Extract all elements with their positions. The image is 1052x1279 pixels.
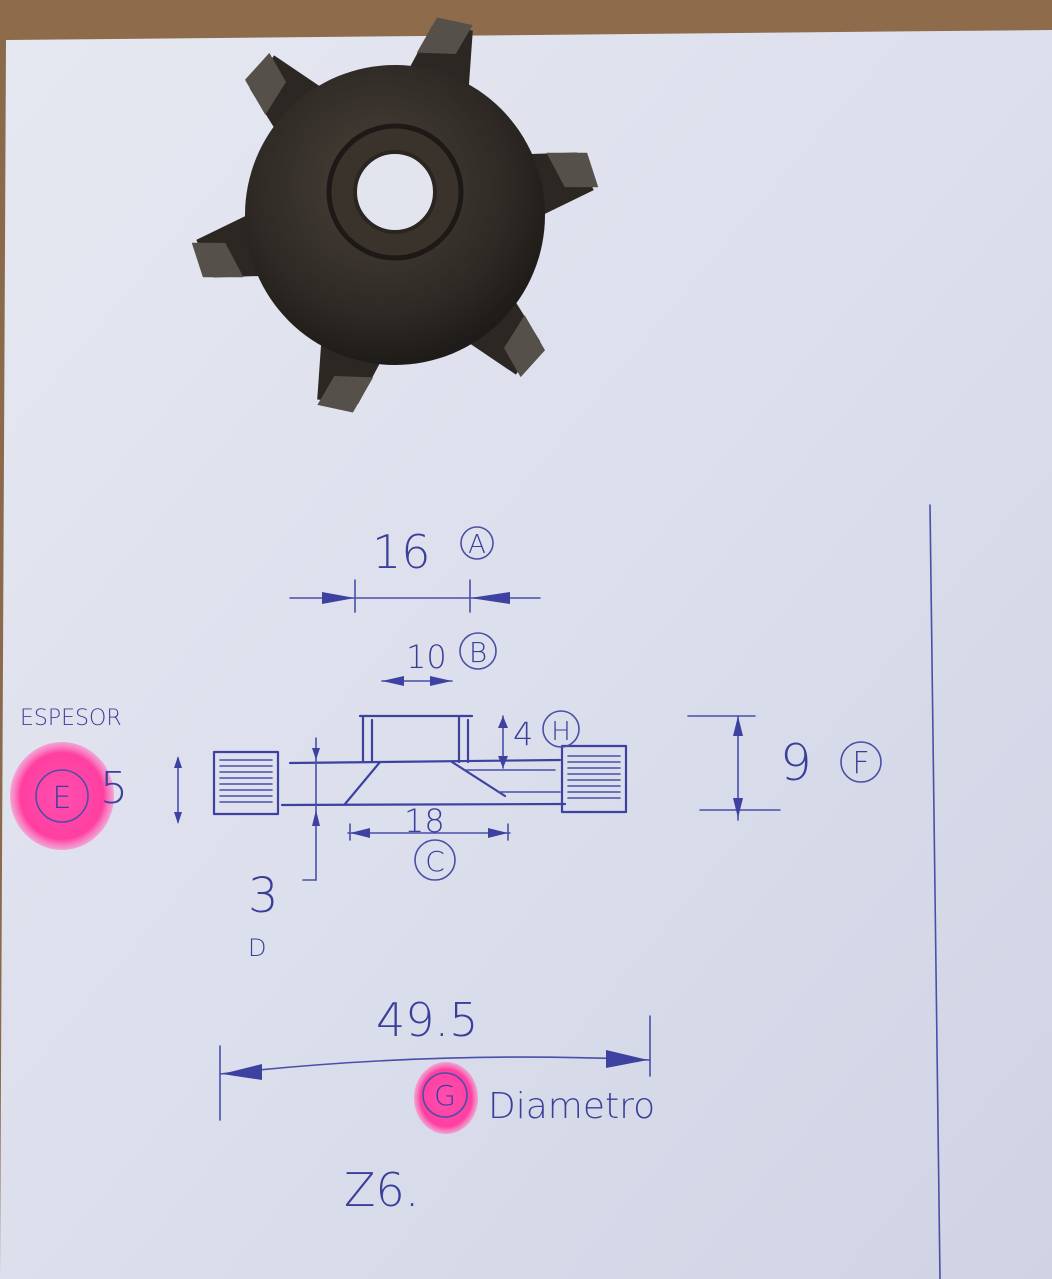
espesor-label: ESPESOR (20, 706, 122, 731)
c-letter: C (425, 845, 445, 878)
f-letter: F (852, 746, 869, 781)
paper-sheet (0, 30, 1052, 1279)
h-value: 4 (513, 715, 533, 753)
cutter-tooth (244, 52, 335, 149)
b-letter: B (469, 636, 487, 669)
technical-sketch: ESPESOR E 5 16 A 10 B 4 H 9 F 18 C 3 D 4… (10, 504, 941, 1279)
f-value: 9 (780, 734, 812, 792)
cutter-tooth (455, 281, 546, 378)
d-letter: D (248, 934, 266, 962)
e-letter: E (53, 781, 72, 816)
d-value: 3 (248, 868, 279, 924)
h-letter: H (551, 717, 571, 747)
saw-cutter-disc-icon (191, 17, 599, 413)
a-letter: A (468, 530, 486, 560)
g-letter: G (434, 1079, 456, 1112)
highlight-mark-e (10, 742, 114, 850)
c-value: 18 (404, 802, 445, 840)
a-value: 16 (372, 525, 431, 579)
e-value: 5 (100, 763, 128, 814)
b-value: 10 (406, 638, 447, 676)
diametro-label: Diametro (488, 1086, 655, 1127)
g-value: 49.5 (376, 993, 478, 1047)
teeth-count-label: Z6. (344, 1163, 419, 1217)
